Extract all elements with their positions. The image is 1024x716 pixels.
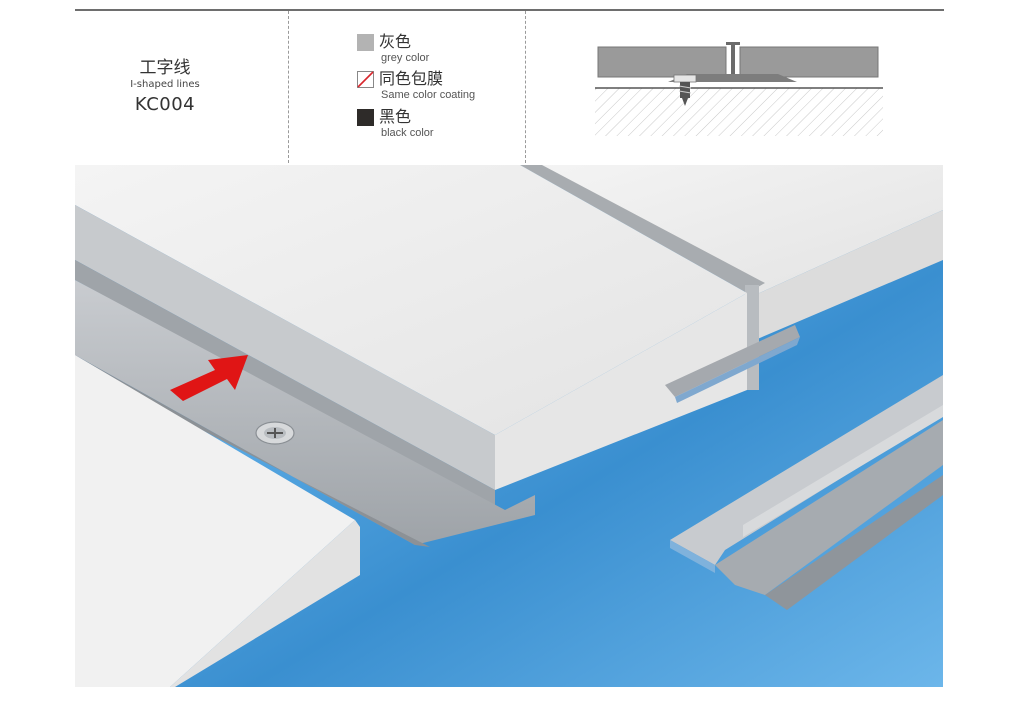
color-option-black: 黑色 black color <box>357 108 434 140</box>
color-name-cn: 同色包膜 <box>379 69 444 88</box>
color-option-coating: 同色包膜 Same color coating <box>357 70 475 102</box>
black-swatch-icon <box>357 108 374 126</box>
product-info: 工字线 I-shaped lines KC004 <box>80 58 250 118</box>
column-divider <box>288 11 289 163</box>
loose-i-profile <box>670 375 943 610</box>
color-name-en: grey color <box>381 52 430 64</box>
panel-front-left <box>75 355 355 687</box>
color-name-en: Same color coating <box>381 89 476 101</box>
color-option-grey: 灰色 grey color <box>357 33 429 65</box>
column-divider <box>525 11 526 163</box>
panel-main <box>75 165 747 435</box>
color-name-cn: 黑色 <box>379 107 412 126</box>
color-name-en: black color <box>381 127 434 139</box>
cross-section-diagram <box>595 42 883 136</box>
product-code: KC004 <box>134 94 196 115</box>
coating-swatch-icon <box>357 70 374 88</box>
color-name-cn: 灰色 <box>379 32 412 51</box>
arrow-icon <box>170 355 248 401</box>
panel-rear-right <box>520 165 943 295</box>
installation-scene <box>75 165 943 687</box>
screw-icon <box>255 421 295 445</box>
product-name-cn: 工字线 <box>139 58 191 78</box>
product-name-en: I-shaped lines <box>130 79 200 90</box>
grey-swatch-icon <box>357 33 374 51</box>
top-divider <box>75 9 944 11</box>
